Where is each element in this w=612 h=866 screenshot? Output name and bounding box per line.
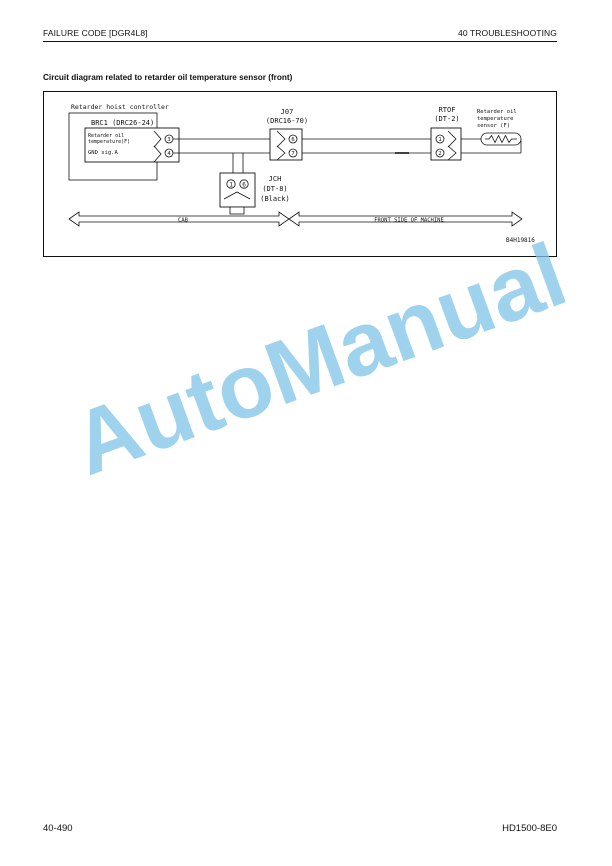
jch-pin-6 [239, 179, 249, 189]
jch-pin-1 [226, 179, 236, 189]
rtof-label: RTOF [439, 106, 456, 114]
resistor-symbol-icon [485, 134, 517, 144]
rtof-pin-1 [435, 134, 445, 144]
footer-page-number: 40-490 [43, 823, 73, 834]
jch-plug-tab [229, 206, 245, 215]
j07-pin-7-label: 7 [291, 151, 294, 157]
rtof-connector [430, 127, 462, 161]
brc1-pin-4-label: 4 [167, 151, 171, 157]
circuit-diagram: Retarder hoist controller BRC1 (DRC26-24… [43, 91, 557, 257]
header-right-section: 40 TROUBLESHOOTING [458, 28, 557, 38]
section-title: Circuit diagram related to retarder oil … [43, 73, 293, 82]
rtof-pin-2-label: 2 [438, 151, 441, 157]
jch-color: (Black) [260, 195, 290, 203]
brc1-connector [84, 127, 180, 163]
drawing-code: B4H19816 [506, 237, 535, 244]
jch-connector [219, 172, 256, 208]
sensor-label-line-2: temperature [477, 116, 513, 122]
footer-model-code: HD1500-8E0 [502, 823, 557, 834]
j07-pin-6-label: 6 [291, 137, 294, 143]
j07-pin-7 [288, 148, 298, 158]
front-side-area-arrow [288, 211, 523, 227]
sensor-label-line-1: Retarder oil [477, 109, 517, 115]
j07-label: J07 [281, 108, 294, 116]
controller-title: Retarder hoist controller [71, 103, 169, 111]
rtof-type: (DT-2) [434, 115, 459, 123]
jch-pin-6-label: 6 [242, 182, 246, 189]
brc1-pin-3-label: 3 [167, 137, 170, 143]
brc1-signal-2: GND sig.A [88, 150, 118, 156]
sensor-label-line-3: sensor (F) [477, 123, 510, 129]
jch-pin-1-label: 1 [229, 182, 233, 189]
watermark-text: AutoManual [60, 224, 579, 495]
j07-pin-6 [288, 134, 298, 144]
brc1-signal-1b: temperature(F) [88, 139, 130, 145]
rtof-pin-1-label: 1 [438, 137, 441, 143]
j07-connector [269, 128, 303, 161]
header-left-failure-code: FAILURE CODE [DGR4L8] [43, 28, 148, 38]
jch-type: (DT-8) [262, 185, 287, 193]
j07-type: (DRC16-70) [266, 117, 308, 125]
jch-label: JCH [269, 175, 282, 183]
rtof-pin-2 [435, 148, 445, 158]
brc1-connector-label: BRC1 (DRC26-24) [91, 119, 154, 127]
front-side-label: FRONT SIDE OF MACHINE [374, 218, 444, 224]
brc1-signal-1: Retarder oil [88, 133, 124, 139]
diagram-frame [43, 91, 557, 257]
header-divider [43, 41, 557, 42]
cab-label: CAB [178, 218, 189, 224]
